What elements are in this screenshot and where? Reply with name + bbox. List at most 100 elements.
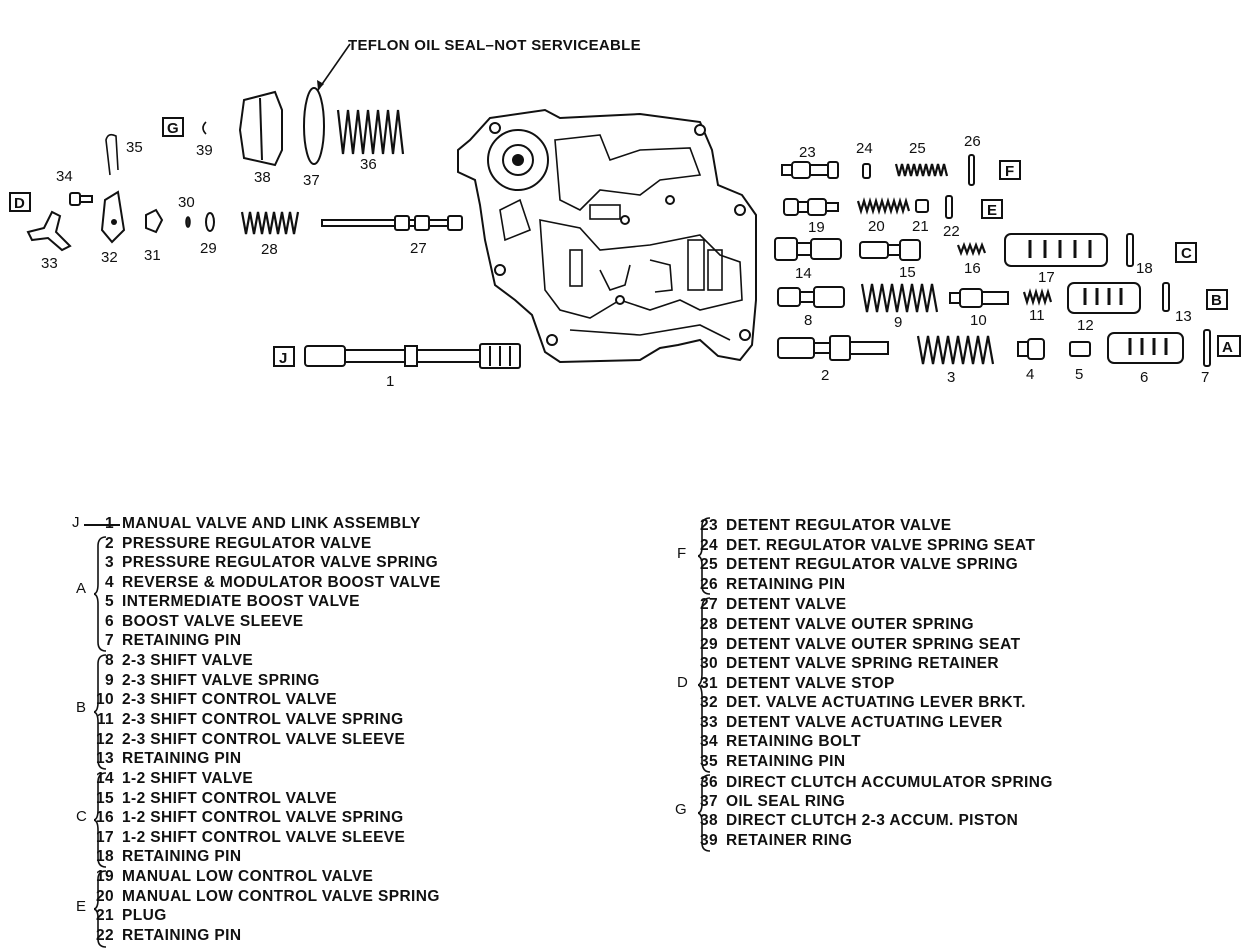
group-label-d: D xyxy=(677,674,689,691)
teflon-seal-callout: TEFLON OIL SEAL–NOT SERVICEABLE xyxy=(348,37,641,54)
part-18-retaining-pin xyxy=(1126,233,1134,267)
part-29-spring-seat xyxy=(205,212,215,232)
label-20: 20 xyxy=(868,218,885,235)
part-15-control-valve xyxy=(859,239,921,261)
svg-text:F: F xyxy=(1005,163,1014,180)
part-34-retaining-bolt xyxy=(69,192,93,206)
group-a-brace xyxy=(94,536,107,652)
part-27-detent-valve xyxy=(321,215,463,231)
callout-leader xyxy=(317,43,351,91)
valve-body-plate xyxy=(457,108,757,364)
part-20-spring xyxy=(856,197,911,215)
group-box-a: A xyxy=(1217,335,1241,357)
part-17-sleeve xyxy=(1004,233,1108,267)
label-11: 11 xyxy=(1029,307,1045,324)
part-23-detent-regulator-valve xyxy=(781,161,839,179)
label-32: 32 xyxy=(101,249,118,266)
part-14-shift-valve xyxy=(774,237,842,261)
label-9: 9 xyxy=(894,314,902,331)
group-box-f: F xyxy=(999,160,1021,180)
label-18: 18 xyxy=(1136,260,1153,277)
label-31: 31 xyxy=(144,247,161,264)
part-25-spring xyxy=(894,163,949,177)
label-10: 10 xyxy=(970,312,987,329)
part-2-pressure-regulator-valve xyxy=(777,335,889,361)
group-g-brace xyxy=(698,774,711,852)
label-35: 35 xyxy=(126,139,143,156)
svg-text:E: E xyxy=(987,202,997,219)
part-26-retaining-pin xyxy=(968,154,975,186)
group-c-brace xyxy=(94,772,107,868)
svg-text:B: B xyxy=(1211,292,1222,309)
label-38: 38 xyxy=(254,169,271,186)
label-36: 36 xyxy=(360,156,377,173)
part-13-retaining-pin xyxy=(1162,282,1170,312)
part-3-spring xyxy=(916,335,995,365)
svg-text:G: G xyxy=(167,120,179,137)
label-25: 25 xyxy=(909,140,926,157)
group-label-f: F xyxy=(677,545,687,562)
part-1-manual-valve xyxy=(304,343,521,369)
label-23: 23 xyxy=(799,144,816,161)
part-4-boost-valve xyxy=(1017,338,1045,360)
label-13: 13 xyxy=(1175,308,1192,325)
part-38-accumulator-piston xyxy=(238,90,283,167)
part-31-detent-valve-stop xyxy=(145,208,164,234)
part-28-spring xyxy=(240,211,300,235)
part-10-shift-control-valve xyxy=(949,288,1009,308)
svg-text:D: D xyxy=(14,195,25,212)
group-label-a: A xyxy=(76,580,87,597)
exploded-valve-body-diagram: TEFLON OIL SEAL–NOT SERVICEABLE xyxy=(9,37,1241,390)
label-37: 37 xyxy=(303,172,320,189)
group-label-j: J xyxy=(72,514,80,531)
callout-arrowhead xyxy=(317,80,324,90)
label-30: 30 xyxy=(178,194,195,211)
group-f-brace xyxy=(698,517,711,595)
label-28: 28 xyxy=(261,241,278,258)
group-label-g: G xyxy=(675,801,688,818)
group-label-e: E xyxy=(76,898,87,915)
label-29: 29 xyxy=(200,240,217,257)
label-14: 14 xyxy=(795,265,812,282)
part-32-lever-bracket xyxy=(100,190,126,244)
label-8: 8 xyxy=(804,312,812,329)
group-b-brace xyxy=(94,654,107,770)
part-8-shift-valve xyxy=(777,286,845,308)
part-7-retaining-pin xyxy=(1203,329,1211,367)
part-24-spring-seat xyxy=(862,163,871,179)
svg-text:A: A xyxy=(1222,339,1233,356)
label-27: 27 xyxy=(410,240,427,257)
label-2: 2 xyxy=(821,367,829,384)
part-6-boost-valve-sleeve xyxy=(1107,332,1184,364)
label-26: 26 xyxy=(964,133,981,150)
